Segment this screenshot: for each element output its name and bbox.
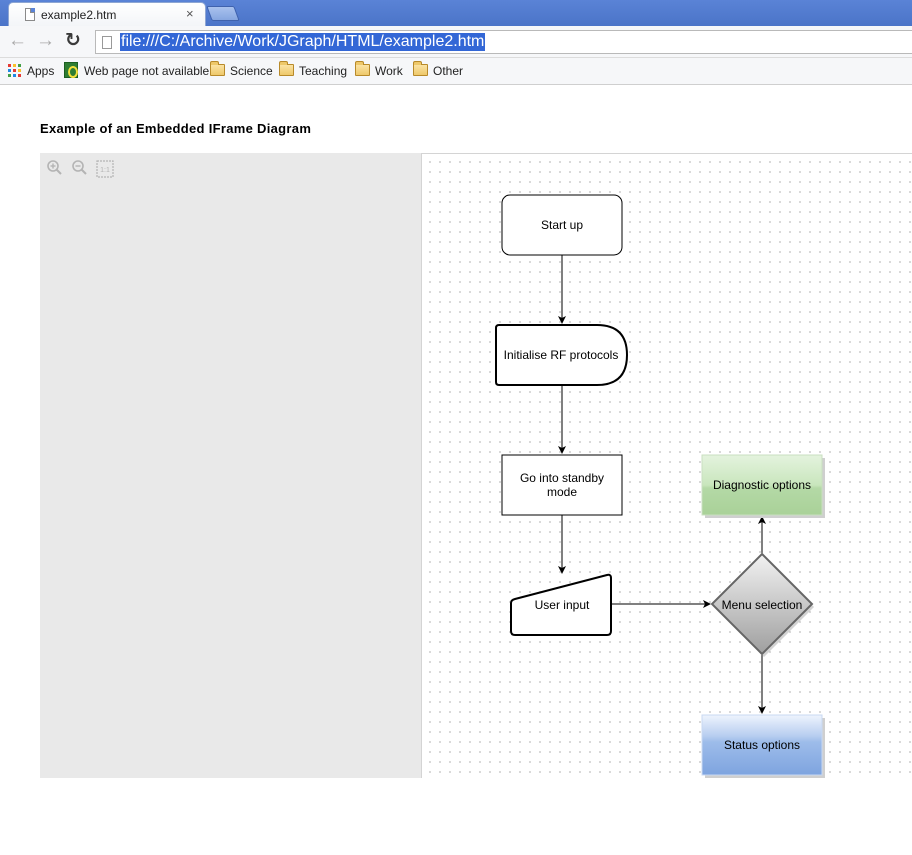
apps-grid-icon [8, 64, 21, 77]
node-user-input[interactable]: User input [510, 573, 612, 636]
zoom-out-icon[interactable] [71, 159, 89, 177]
page-favicon-icon [64, 62, 78, 78]
url-text[interactable]: file:///C:/Archive/Work/JGraph/HTML/exam… [120, 33, 486, 51]
new-tab-button[interactable] [206, 6, 240, 21]
node-start-up-label: Start up [541, 218, 583, 232]
page-icon [102, 36, 112, 49]
page-title: Example of an Embedded IFrame Diagram [40, 121, 312, 136]
flowchart: Start up Initialise RF protocols Go into… [495, 194, 825, 778]
bookmark-work[interactable]: Work [375, 64, 403, 78]
close-tab-icon[interactable]: × [186, 6, 194, 21]
folder-icon [279, 61, 294, 76]
node-initialise-rf-label: Initialise RF protocols [504, 348, 619, 362]
folder-icon [355, 61, 370, 76]
actual-size-icon[interactable]: 1:1 [95, 159, 115, 179]
node-diagnostic-options-label: Diagnostic options [713, 478, 811, 492]
node-standby-label-line1: Go into standby [520, 471, 604, 485]
bookmark-apps[interactable]: Apps [27, 64, 55, 78]
folder-icon [210, 61, 225, 76]
node-standby-label-line2: mode [547, 485, 577, 499]
address-bar[interactable]: file:///C:/Archive/Work/JGraph/HTML/exam… [95, 30, 912, 54]
node-menu-selection[interactable]: Menu selection [710, 552, 814, 657]
actual-size-label: 1:1 [100, 167, 110, 174]
back-arrow-icon[interactable]: ← [8, 30, 27, 51]
bookmark-science[interactable]: Science [230, 64, 273, 78]
document-icon [25, 8, 35, 21]
node-status-options-label: Status options [724, 738, 800, 752]
zoom-in-icon[interactable] [46, 159, 64, 177]
tab-title: example2.htm [41, 8, 117, 22]
node-menu-selection-label: Menu selection [722, 598, 803, 612]
bookmark-web-page-not-available[interactable]: Web page not available [84, 64, 210, 78]
node-standby[interactable]: Go into standby mode [501, 454, 623, 516]
node-initialise-rf[interactable]: Initialise RF protocols [495, 324, 629, 386]
folder-icon [413, 61, 428, 76]
diagram-canvas[interactable]: Start up Initialise RF protocols Go into… [421, 153, 912, 778]
viewer-toolbar-pane: 1:1 [40, 153, 421, 778]
reload-icon[interactable]: ↻ [65, 30, 81, 51]
tab-strip: example2.htm × [0, 0, 912, 26]
node-start-up[interactable]: Start up [501, 194, 623, 256]
node-diagnostic-options[interactable]: Diagnostic options [701, 454, 825, 518]
bookmark-teaching[interactable]: Teaching [299, 64, 348, 78]
forward-arrow-icon[interactable]: → [36, 30, 55, 51]
browser-toolbar: ← → ↻ file:///C:/Archive/Work/JGraph/HTM… [0, 26, 912, 58]
embedded-iframe: 1:1 [40, 153, 912, 778]
browser-tab[interactable]: example2.htm × [8, 2, 206, 26]
bookmarks-bar: Apps Web page not available Science Teac… [0, 58, 912, 85]
node-user-input-label: User input [535, 598, 590, 612]
node-status-options[interactable]: Status options [701, 714, 825, 778]
bookmark-other[interactable]: Other [433, 64, 464, 78]
